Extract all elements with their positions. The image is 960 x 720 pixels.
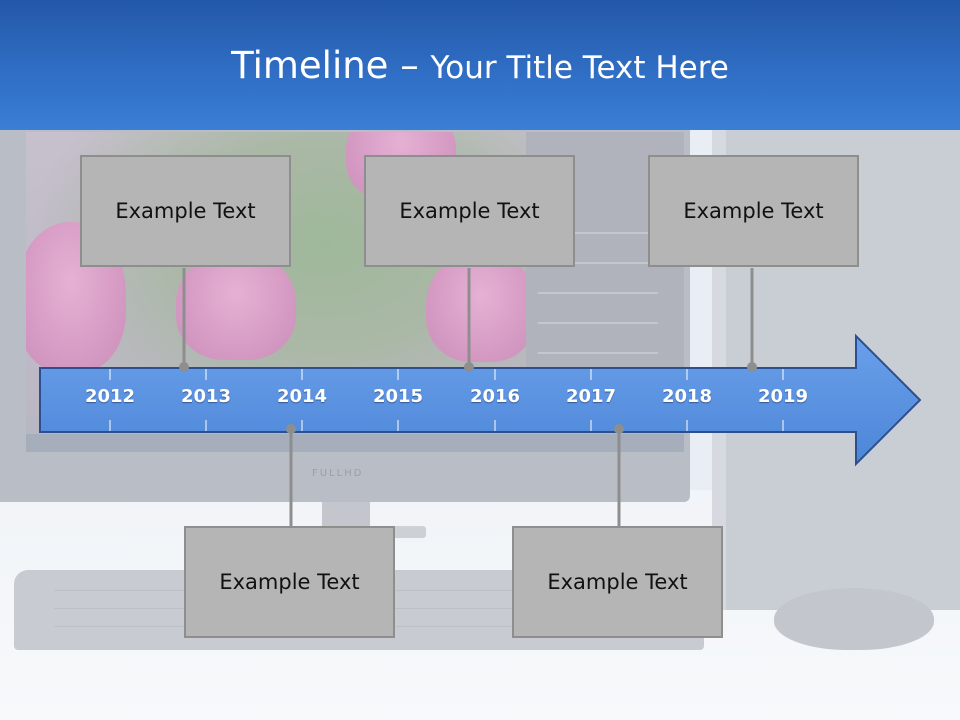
connector-dot: [286, 424, 296, 434]
panel-slider: [538, 262, 658, 264]
event-box-above-2: Example Text: [364, 155, 575, 267]
year-label-2017: 2017: [565, 386, 617, 407]
connector-dot: [614, 424, 624, 434]
slide-title: Timeline – Your Title Text Here: [0, 44, 960, 90]
title-subtitle: Your Title Text Here: [430, 50, 729, 86]
title-dash: –: [388, 44, 431, 87]
title-band: [0, 0, 960, 130]
connector-dot: [179, 362, 189, 372]
tulip-image: [176, 250, 296, 360]
title-main: Timeline: [231, 44, 389, 87]
event-box-below-2: Example Text: [512, 526, 723, 638]
year-label-2014: 2014: [276, 386, 328, 407]
event-box-above-1: Example Text: [80, 155, 291, 267]
screen-taskbar: [26, 434, 684, 452]
year-label-2013: 2013: [180, 386, 232, 407]
year-label-2012: 2012: [84, 386, 136, 407]
computer-mouse: [774, 588, 934, 650]
event-box-above-3: Example Text: [648, 155, 859, 267]
panel-slider: [538, 352, 658, 354]
connector-dot: [464, 362, 474, 372]
timeline-arrow: [39, 333, 922, 467]
year-label-2018: 2018: [661, 386, 713, 407]
monitor-stand: [322, 502, 370, 528]
tulip-image: [426, 252, 536, 362]
year-label-2015: 2015: [372, 386, 424, 407]
monitor-logo: FULLHD: [312, 468, 364, 479]
year-ticks: [109, 369, 784, 431]
panel-slider: [538, 322, 658, 324]
panel-slider: [538, 292, 658, 294]
year-label-2019: 2019: [757, 386, 809, 407]
panel-slider: [538, 232, 658, 234]
event-box-below-1: Example Text: [184, 526, 395, 638]
connector-dot: [747, 362, 757, 372]
year-label-2016: 2016: [469, 386, 521, 407]
